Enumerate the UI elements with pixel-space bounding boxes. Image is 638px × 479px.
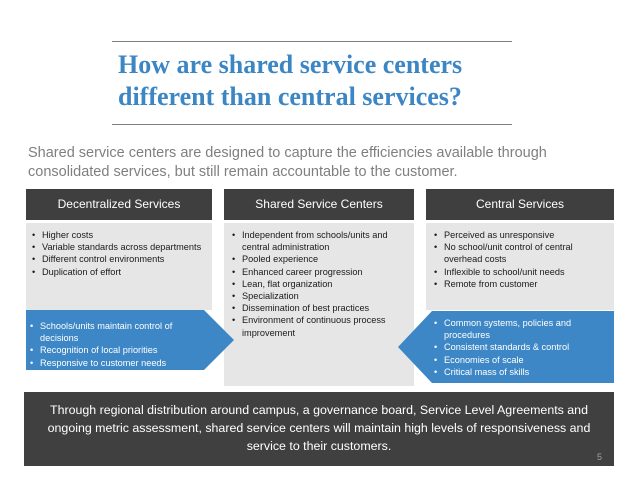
list-item: Critical mass of skills	[434, 366, 610, 378]
decentralized-services-header: Decentralized Services	[26, 189, 212, 220]
list-item: Consistent standards & control	[434, 341, 610, 353]
list-item: Responsive to customer needs	[30, 357, 200, 369]
list-item: Common systems, policies and procedures	[434, 317, 610, 341]
list-item: Specialization	[232, 290, 408, 302]
shared-service-centers-panel: Independent from schools/units and centr…	[224, 223, 414, 386]
central-services-panel: Perceived as unresponsive No school/unit…	[426, 223, 614, 310]
slide-title-line-2: different than central services?	[118, 82, 462, 111]
list-item: Variable standards across departments	[32, 241, 206, 253]
central-services-header: Central Services	[426, 189, 614, 220]
right-arrow-decentralized-benefits: Schools/units maintain control of decisi…	[26, 310, 234, 370]
shared-service-centers-header: Shared Service Centers	[224, 189, 414, 220]
summary-box: Through regional distribution around cam…	[24, 392, 614, 466]
page-number: 5	[596, 452, 602, 462]
list-item: Remote from customer	[434, 278, 608, 290]
slide-title-line-1: How are shared service centers	[118, 50, 463, 79]
list-item: Higher costs	[32, 229, 206, 241]
shared-service-centers-list: Independent from schools/units and centr…	[232, 229, 408, 339]
decentralized-services-panel: Higher costs Variable standards across d…	[26, 223, 212, 310]
decentralized-services-list: Higher costs Variable standards across d…	[32, 229, 206, 278]
list-item: No school/unit control of central overhe…	[434, 241, 608, 265]
list-item: Environment of continuous process improv…	[232, 314, 408, 338]
list-item: Recognition of local priorities	[30, 344, 200, 356]
title-top-rule	[112, 41, 512, 42]
slide-title: How are shared service centers different…	[118, 49, 518, 113]
central-services-list: Perceived as unresponsive No school/unit…	[434, 229, 608, 290]
list-item: Duplication of effort	[32, 266, 206, 278]
list-item: Pooled experience	[232, 253, 408, 265]
list-item: Dissemination of best practices	[232, 302, 408, 314]
slide-subtitle: Shared service centers are designed to c…	[28, 145, 547, 180]
list-item: Schools/units maintain control of decisi…	[30, 320, 200, 344]
list-item: Different control environments	[32, 253, 206, 265]
left-arrow-central-benefits: Common systems, policies and procedures …	[398, 311, 614, 383]
list-item: Lean, flat organization	[232, 278, 408, 290]
list-item: Perceived as unresponsive	[434, 229, 608, 241]
summary-text: Through regional distribution around cam…	[47, 403, 591, 453]
central-benefits-list: Common systems, policies and procedures …	[434, 317, 610, 378]
decentralized-benefits-list: Schools/units maintain control of decisi…	[30, 320, 200, 369]
list-item: Inflexible to school/unit needs	[434, 266, 608, 278]
list-item: Economies of scale	[434, 354, 610, 366]
list-item: Enhanced career progression	[232, 266, 408, 278]
list-item: Independent from schools/units and centr…	[232, 229, 408, 253]
title-bottom-rule	[112, 124, 512, 125]
